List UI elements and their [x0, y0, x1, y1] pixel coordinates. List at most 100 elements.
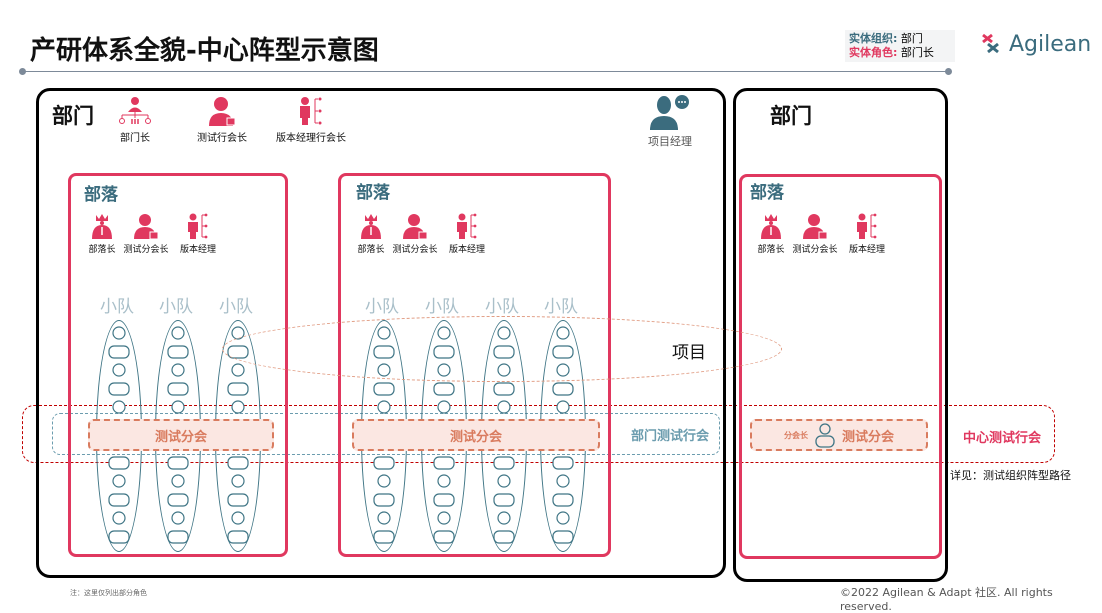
person-lock-icon: [403, 214, 428, 240]
member-icon: [167, 344, 189, 363]
member-icon: [373, 492, 395, 511]
person-list-icon: [457, 213, 477, 239]
role-test-guild-head: 测试行会长: [190, 96, 254, 144]
crown-person-icon: [92, 214, 112, 239]
footer-note: 注：这里仅列出部分角色: [70, 589, 147, 597]
member-icon: [433, 381, 455, 400]
legend-org-key: 实体组织:: [849, 32, 898, 45]
chapter-label: 测试分会: [449, 429, 502, 445]
person-chat-icon: [650, 95, 689, 130]
project-label: 项目: [672, 343, 706, 363]
member-icon: [227, 399, 249, 418]
member-icon: [552, 399, 574, 418]
member-icon: [373, 381, 395, 400]
role-project-manager: 项目经理: [640, 94, 700, 149]
member-icon: [373, 529, 395, 548]
legend: 实体组织: 部门 实体角色: 部门长: [845, 30, 955, 62]
crown-person-icon: [361, 214, 381, 239]
chapter-lead-label: 分会长: [783, 430, 808, 440]
member-icon: [493, 381, 515, 400]
role-label: 项目经理: [648, 135, 692, 148]
member-icon: [493, 492, 515, 511]
member-icon: [108, 455, 130, 474]
member-icon: [167, 492, 189, 511]
member-icon: [167, 399, 189, 418]
role-label: 部落长: [757, 245, 785, 255]
copyright: ©2022 Agilean & Adapt 社区. All rights res…: [840, 586, 1053, 613]
member-icon: [108, 362, 130, 381]
page-title: 产研体系全貌-中心阵型示意图: [30, 36, 379, 66]
member-icon: [552, 473, 574, 492]
role-label: 版本经理: [448, 245, 485, 255]
member-icon: [552, 529, 574, 548]
role-label: 测试行会长: [197, 133, 247, 144]
member-icon: [552, 455, 574, 474]
tribe-3-label: 部落: [750, 183, 784, 203]
chapter-label: 测试分会: [841, 429, 894, 445]
member-icon: [493, 529, 515, 548]
role-label: 测试分会长: [792, 245, 838, 255]
squad-label: 小队: [544, 297, 578, 317]
test-chapter-2: 测试分会: [352, 419, 600, 451]
legend-role-value: 部门长: [900, 46, 934, 59]
member-icon: [167, 473, 189, 492]
role-label: 测试分会长: [392, 245, 438, 255]
org-chart-icon: [119, 97, 151, 124]
member-icon: [108, 325, 130, 344]
chapter-label: 测试分会: [154, 429, 207, 445]
legend-role-key: 实体角色:: [849, 46, 898, 59]
center-test-guild-band: [22, 405, 1055, 463]
member-icon: [552, 492, 574, 511]
project-ellipse: [222, 316, 782, 382]
squad-label: 小队: [485, 297, 519, 317]
member-icon: [227, 492, 249, 511]
legend-org-value: 部门: [900, 32, 923, 45]
person-outline-icon: [815, 423, 835, 448]
member-icon: [227, 510, 249, 529]
test-chapter-3: 分会长 测试分会: [750, 419, 928, 451]
test-chapter-1: 测试分会: [88, 419, 274, 451]
person-lock-icon: [209, 97, 236, 126]
person-lock-icon: [803, 214, 828, 240]
member-icon: [552, 381, 574, 400]
member-icon: [433, 510, 455, 529]
role-label: 测试分会长: [123, 245, 169, 255]
member-icon: [493, 510, 515, 529]
tribe-role: 测试分会长: [120, 213, 172, 255]
member-icon: [433, 529, 455, 548]
member-icon: [108, 492, 130, 511]
tribe-role: 版本经理: [847, 213, 887, 255]
member-icon: [108, 344, 130, 363]
tribe-role: 部落长: [82, 213, 122, 255]
role-label: 部落长: [88, 245, 116, 255]
person-lock-icon: [134, 214, 159, 240]
role-label: 版本经理行会长: [276, 133, 346, 144]
member-icon: [433, 473, 455, 492]
member-icon: [373, 473, 395, 492]
member-icon: [433, 455, 455, 474]
member-icon: [373, 510, 395, 529]
squad-label: 小队: [159, 297, 193, 317]
role-label: 版本经理: [179, 245, 216, 255]
tribe-role: 部落长: [351, 213, 391, 255]
member-icon: [167, 325, 189, 344]
member-icon: [552, 510, 574, 529]
role-label: 部落长: [357, 245, 385, 255]
center-test-guild-label: 中心测试行会: [963, 431, 1042, 446]
department-2-label: 部门: [770, 104, 812, 128]
tribe-role: 测试分会长: [789, 213, 841, 255]
member-icon: [433, 399, 455, 418]
member-icon: [227, 529, 249, 548]
member-icon: [108, 473, 130, 492]
role-label: 部门长: [120, 133, 150, 144]
role-version-guild-head: 版本经理行会长: [270, 96, 352, 144]
dept-test-guild-label: 部门测试行会: [631, 429, 710, 444]
member-icon: [373, 455, 395, 474]
see-also-link[interactable]: 详见：测试组织阵型路径: [950, 469, 1071, 482]
crown-person-icon: [761, 214, 781, 239]
member-icon: [167, 510, 189, 529]
tribe-role: 版本经理: [447, 213, 487, 255]
role-label: 版本经理: [848, 245, 885, 255]
logo-text: Agilean: [1009, 32, 1092, 57]
member-icon: [167, 529, 189, 548]
